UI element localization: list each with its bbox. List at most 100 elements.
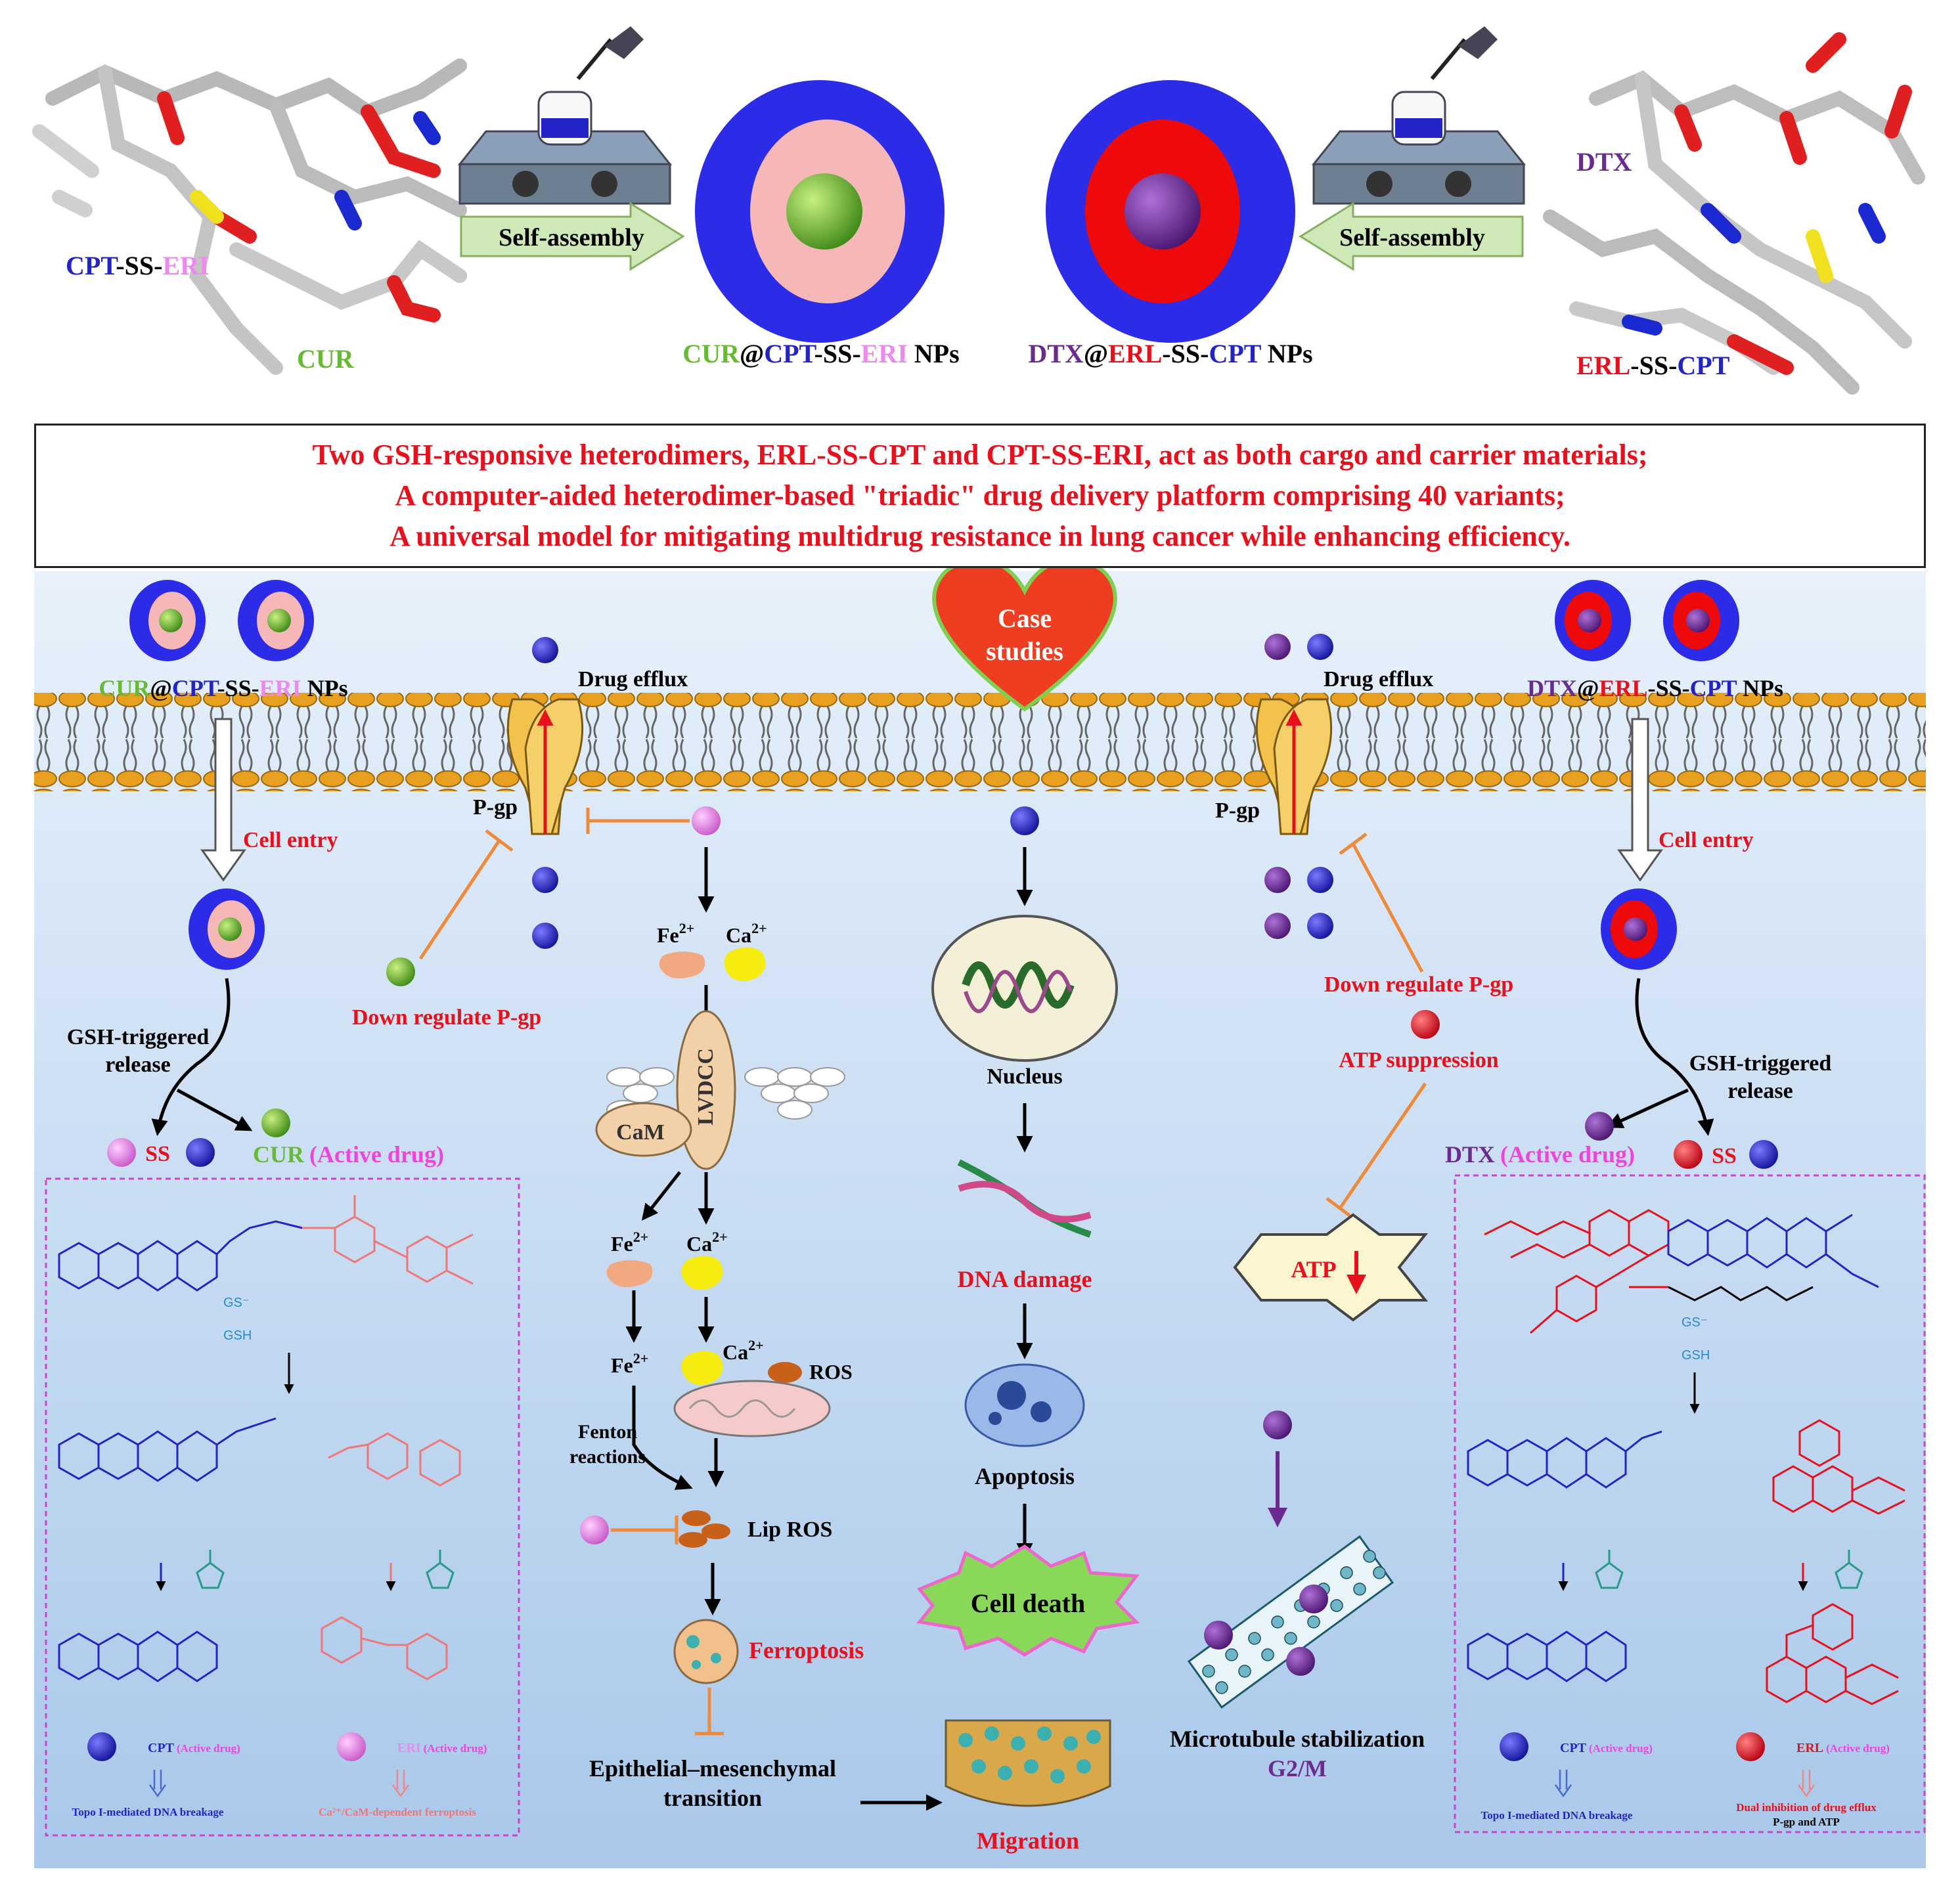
summary-banner: Two GSH-responsive heterodimers, ERL-SS-… — [34, 424, 1926, 568]
erl-ss-cpt-structure — [1484, 1209, 1879, 1334]
fe-label-2: Fe2+ — [611, 1229, 648, 1256]
inhibit-line-cur-pgp — [418, 839, 501, 960]
gsh-label-right: GSH — [1682, 1348, 1710, 1363]
ferro-label-left: Ca²⁺/CaM-dependent ferroptosis — [319, 1806, 476, 1818]
erl-ball-ss-right — [1674, 1140, 1703, 1169]
self-assembly-label-right: Self-assembly — [1339, 224, 1485, 252]
down-regulate-label-left: Down regulate P-gp — [352, 1005, 541, 1030]
intermediate-structure-right — [1467, 1419, 1905, 1515]
dtx-np-label: DTX@ERL-SS-CPT NPs — [1028, 339, 1312, 368]
fenton-label: Fenton — [578, 1421, 637, 1443]
gsh-triggered-label-right: GSH-triggered — [1689, 1051, 1832, 1076]
self-assembly-arrow-right — [1299, 202, 1524, 271]
double-arrow-cpt-right — [1554, 1770, 1572, 1798]
gsh-triggered-label-left: GSH-triggered — [67, 1025, 210, 1049]
microtubule — [1187, 1535, 1394, 1709]
dtx-np-inside-cell — [1601, 888, 1677, 970]
below-pgp-right-1 — [1264, 867, 1291, 893]
apoptosis-label: Apoptosis — [975, 1463, 1075, 1489]
cell-entry-arrow-right — [1617, 718, 1663, 882]
microtubule-label: Microtubule stabilization — [1170, 1726, 1425, 1752]
banner-line-1: Two GSH-responsive heterodimers, ERL-SS-… — [312, 439, 1648, 471]
hotplate-left — [457, 26, 673, 205]
fe-blob-1 — [659, 952, 705, 978]
ferroptosis-cell — [673, 1619, 739, 1684]
pgp-atp-label: P-gp and ATP — [1773, 1816, 1840, 1828]
mitochondrion — [673, 1380, 831, 1437]
pgp-label-left: P-gp — [473, 795, 518, 820]
inhibit-line-atp — [1338, 1082, 1427, 1210]
cur-np-label: CUR@CPT-SS-ERI NPs — [682, 339, 959, 368]
apoptosis-cell — [964, 1363, 1085, 1447]
eri-active-label-left: ERI(Active drug) — [397, 1741, 487, 1755]
gs-label-right: GS⁻ — [1682, 1315, 1707, 1330]
migration-label: Migration — [977, 1827, 1079, 1854]
cur-np-large — [695, 80, 945, 343]
ca-blob-3 — [681, 1351, 723, 1385]
dual-inhibition-label: Dual inhibition of drug efflux — [1736, 1801, 1877, 1814]
erl-structure-right — [1766, 1603, 1899, 1705]
erl-ss-cpt-molecule — [1543, 32, 1925, 395]
dna-damage-label: DNA damage — [958, 1266, 1092, 1292]
cur-np-label-lower: CUR@CPT-SS-ERI NPs — [99, 675, 347, 701]
dtx-active-drug-label: DTX(Active drug) — [1445, 1141, 1635, 1168]
cur-label-top: CUR — [297, 344, 355, 374]
dtx-np-small-2 — [1663, 580, 1739, 661]
ss-label-left: SS — [145, 1142, 170, 1166]
lvdcc-channel — [595, 1010, 845, 1170]
fe-label-3: Fe2+ — [611, 1350, 648, 1377]
banner-line-3: A universal model for mitigating multidr… — [390, 520, 1570, 552]
dtx-np-label-lower: DTX@ERL-SS-CPT NPs — [1527, 675, 1783, 701]
cpt-ss-eri-structure — [58, 1195, 474, 1292]
cpt-active-label-right: CPT(Active drug) — [1560, 1741, 1653, 1755]
emt-label-2: transition — [663, 1785, 762, 1811]
ros-blob — [768, 1362, 802, 1383]
arrow-lvdcc-fe — [641, 1171, 681, 1221]
banner-line-2: A computer-aided heterodimer-based "tria… — [395, 479, 1565, 512]
below-pgp-right-2 — [1307, 867, 1333, 893]
lipid-ros-blobs — [679, 1510, 730, 1548]
double-arrow-cpt-left — [148, 1770, 167, 1798]
drug-efflux-label-right: Drug efflux — [1324, 667, 1433, 691]
g2m-label: G2/M — [1268, 1755, 1327, 1782]
cur-np-small-2 — [238, 580, 314, 661]
reactions-label: reactions — [569, 1446, 646, 1468]
dtx-ball-active — [1585, 1112, 1614, 1141]
migration-tissue — [945, 1719, 1111, 1807]
inhibit-bar-atp — [1325, 1197, 1354, 1219]
cpt-ball-center — [1010, 806, 1039, 835]
ca-label-2: Ca2+ — [686, 1229, 728, 1256]
cpt-ss-eri-label: CPT-SS-ERI — [66, 251, 210, 280]
erl-ball-box-right — [1736, 1732, 1765, 1761]
cur-ball-active — [261, 1108, 290, 1137]
erl-ss-cpt-label: ERL-SS-CPT — [1576, 351, 1730, 380]
cur-ball-downregulate — [386, 957, 415, 986]
gsh-release-arrow-left — [151, 978, 231, 1136]
left-mechanism-box — [45, 1177, 520, 1837]
eri-ball-lipros — [580, 1516, 609, 1544]
hotplate-right — [1311, 26, 1526, 205]
cyclic-byproduct-right-2 — [1835, 1550, 1863, 1589]
gsh-release-arrow-right-2 — [1606, 1088, 1689, 1129]
nucleus-label: Nucleus — [987, 1064, 1062, 1089]
self-assembly-arrow-left — [460, 202, 685, 271]
efflux-cpt-ball-left — [532, 637, 558, 663]
pgp-channel-left — [506, 698, 584, 835]
cpt-ss-eri-molecule — [32, 58, 467, 375]
topo-label-right: Topo I-mediated DNA breakage — [1481, 1809, 1633, 1822]
cell-entry-label-right: Cell entry — [1659, 828, 1753, 852]
cell-death-burst — [916, 1544, 1140, 1657]
intermediate-structure-left — [58, 1417, 461, 1487]
eri-ball-pgp — [692, 806, 721, 835]
cpt-structure-right — [1467, 1630, 1627, 1682]
release-label-right: release — [1727, 1079, 1793, 1103]
cpt-ball-ss-left — [186, 1138, 215, 1167]
atp-star — [1233, 1213, 1429, 1322]
arrow-fenton — [632, 1386, 693, 1490]
cell-death-label: Cell death — [971, 1588, 1085, 1618]
gsh-release-arrow-right — [1635, 978, 1714, 1136]
cpt-ball-box-right — [1500, 1732, 1528, 1761]
inhibit-bar-erl-pgp — [1339, 833, 1368, 855]
ferroptosis-label: Ferroptosis — [749, 1637, 864, 1663]
